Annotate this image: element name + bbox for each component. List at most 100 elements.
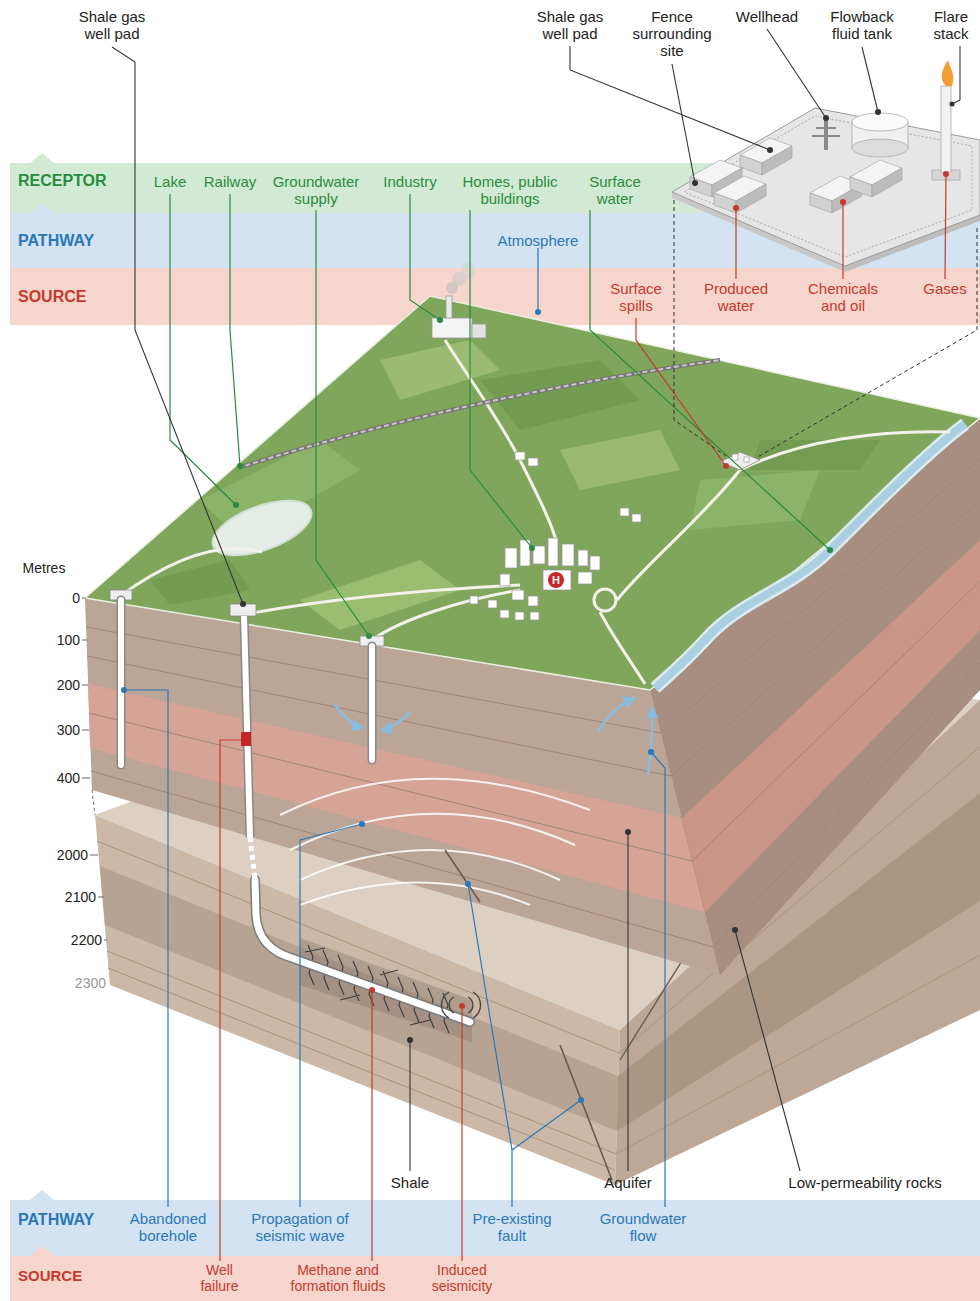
callout-label: Fence surrounding site	[626, 8, 718, 59]
callout-label: Low-permeability rocks	[770, 1174, 960, 1191]
town	[528, 596, 538, 606]
town	[470, 452, 641, 620]
leader-line-pathway	[537, 248, 538, 312]
text-slot: Gases	[920, 280, 970, 297]
leader-line-receptor	[230, 194, 240, 466]
leader-dot-label	[692, 180, 698, 186]
leader-line-label	[627, 832, 628, 1171]
pre-existing-fault-upper	[445, 850, 480, 902]
lower-rock-block	[97, 841, 619, 1053]
town	[562, 544, 574, 566]
upper-rock-block	[713, 663, 980, 947]
town	[515, 452, 525, 460]
pre-existing-fault-upper	[445, 850, 480, 902]
groundwater-supply-well	[360, 636, 384, 760]
leader-line-receptor	[170, 194, 830, 636]
hospital-letter: H	[548, 572, 564, 588]
band-label: Chemicals and oil	[800, 280, 886, 314]
depth-tick	[82, 778, 90, 779]
depth-tick	[82, 598, 86, 599]
river	[655, 424, 965, 688]
depth-number: 400	[40, 770, 80, 786]
factory	[460, 263, 476, 279]
text-slot: 100	[40, 632, 80, 648]
leader-dot-label	[240, 601, 246, 607]
leader-dot-receptor	[237, 463, 243, 469]
leader-dot-label	[767, 147, 773, 153]
depth-number: 2300	[66, 975, 106, 991]
hospital-symbol	[548, 572, 564, 588]
leader-line-label	[570, 46, 770, 150]
town	[578, 550, 588, 566]
text-slot: PATHWAY	[18, 232, 118, 249]
surface-well-pad	[732, 454, 738, 460]
band-fill	[10, 1246, 980, 1301]
railway	[238, 360, 720, 468]
band-heading: SOURCE	[18, 1268, 118, 1284]
text-slot: 2100	[56, 889, 96, 905]
roundabout	[594, 589, 616, 611]
callout-label: Flare stack	[926, 8, 976, 42]
leader-dot-pathway	[121, 687, 127, 693]
leader-dot-pathway	[578, 1097, 584, 1103]
callout-label: Shale gas well pad	[528, 8, 612, 42]
text-slot: Chemicals and oil	[800, 280, 886, 314]
leader-dot-receptor	[827, 547, 833, 553]
ground-surface	[85, 296, 980, 690]
callout-label: Aquifer	[593, 1174, 663, 1191]
roads	[372, 590, 520, 640]
leader-dot-source	[733, 205, 739, 211]
upper-rock-block	[91, 771, 713, 947]
inset-link-dashed	[756, 228, 977, 458]
leader-dot-source	[369, 171, 949, 1009]
depth-number: 2100	[56, 889, 96, 905]
hospital-symbol	[548, 572, 564, 588]
leader-line-source	[842, 202, 843, 279]
text-slot: SOURCE	[18, 1268, 118, 1284]
text-slot: Industry	[380, 173, 440, 190]
leader-line-label	[767, 29, 826, 118]
text-slot: Atmosphere	[493, 232, 583, 249]
leader-line-label	[735, 930, 800, 1171]
text-slot: 2300	[66, 975, 106, 991]
band-label: Produced water	[696, 280, 776, 314]
band-label: Induced seismicity	[424, 1262, 500, 1294]
text-slot: Surface water	[580, 173, 650, 207]
leader-line-receptor	[590, 210, 830, 550]
leader-dot-source	[943, 171, 949, 177]
railway	[238, 360, 720, 468]
ground-surface	[380, 340, 500, 400]
text-slot: H	[548, 572, 564, 588]
leader-line-source	[461, 1008, 462, 1261]
town	[548, 538, 558, 566]
leader-line-label	[112, 29, 960, 1171]
depth-tick	[82, 685, 88, 686]
callout-label: Wellhead	[730, 8, 804, 25]
leader-line-source	[220, 740, 241, 1261]
band: PATHWAY Atmosphere	[10, 213, 980, 268]
abandoned-borehole	[118, 600, 124, 765]
groundwater-flow-arrow	[648, 708, 652, 775]
leader-line-source	[371, 990, 372, 1261]
text-slot: Shale	[380, 1174, 440, 1191]
text-slot: Metres	[12, 560, 76, 576]
band: RECEPTORLakeRailwayGroundwater supplyInd…	[10, 163, 980, 213]
leader-line-label	[672, 64, 695, 183]
band-fill	[10, 1190, 980, 1256]
upper-rock-block	[88, 684, 705, 912]
seismic-wave	[300, 850, 560, 880]
leader-line-label	[862, 47, 878, 112]
groundwater-supply-well	[369, 646, 375, 760]
surface-well-pad	[744, 457, 749, 462]
leader-line-label	[952, 46, 960, 104]
leader-line-pathway	[124, 690, 168, 1207]
upper-rock-block	[89, 713, 692, 861]
leader-dot-receptor	[529, 545, 535, 551]
leader-dot-source	[840, 199, 846, 205]
band-label: Methane and formation fluids	[282, 1262, 394, 1294]
town	[500, 610, 509, 618]
town	[512, 590, 524, 600]
groundwater-flow-arrow	[382, 712, 410, 730]
band-heading: PATHWAY	[18, 232, 118, 249]
factory	[446, 296, 452, 320]
